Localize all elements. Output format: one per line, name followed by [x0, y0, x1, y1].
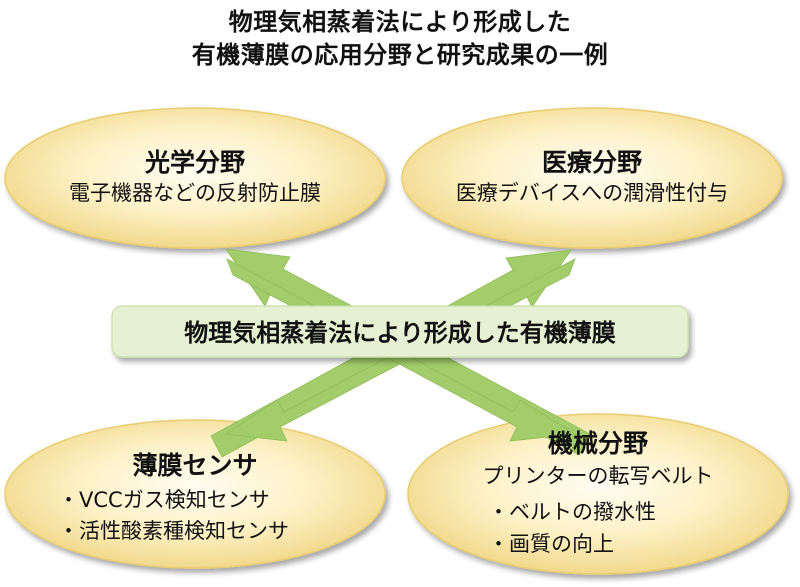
mechanical-text: プリンターの転写ベルト [482, 464, 714, 488]
medical-text: 医療デバイスへの潤滑性付与 [455, 181, 729, 205]
center-label: 物理気相蒸着法により形成した有機薄膜 [184, 319, 616, 347]
sensor-bullet-1: ・VCCガス検知センサ [58, 488, 270, 512]
optical-node-ellipse [4, 107, 386, 249]
arrow-to-mechanical [226, 258, 577, 442]
medical-node-ellipse [401, 107, 783, 249]
diagram-title: 物理気相蒸着法により形成した 有機薄膜の応用分野と研究成果の一例 [0, 6, 800, 72]
title-line-1: 物理気相蒸着法により形成した [228, 8, 572, 36]
mechanical-bullet-1: ・ベルトの撥水性 [488, 500, 656, 524]
arrow-to-sensor [224, 258, 576, 442]
mechanical-bullet-2: ・画質の向上 [488, 532, 614, 556]
title-line-2: 有機薄膜の応用分野と研究成果の一例 [191, 41, 609, 69]
mechanical-heading: 機械分野 [547, 429, 648, 458]
sensor-bullet-2: ・活性酸素種検知センサ [58, 519, 289, 543]
mechanical-node-ellipse [407, 413, 789, 575]
optical-heading: 光学分野 [144, 148, 245, 177]
medical-heading: 医療分野 [541, 148, 642, 177]
center-box-shape [111, 305, 689, 358]
sensor-heading: 薄膜センサ [132, 451, 258, 480]
sensor-node-ellipse [4, 419, 386, 569]
optical-text: 電子機器などの反射防止膜 [69, 181, 321, 205]
